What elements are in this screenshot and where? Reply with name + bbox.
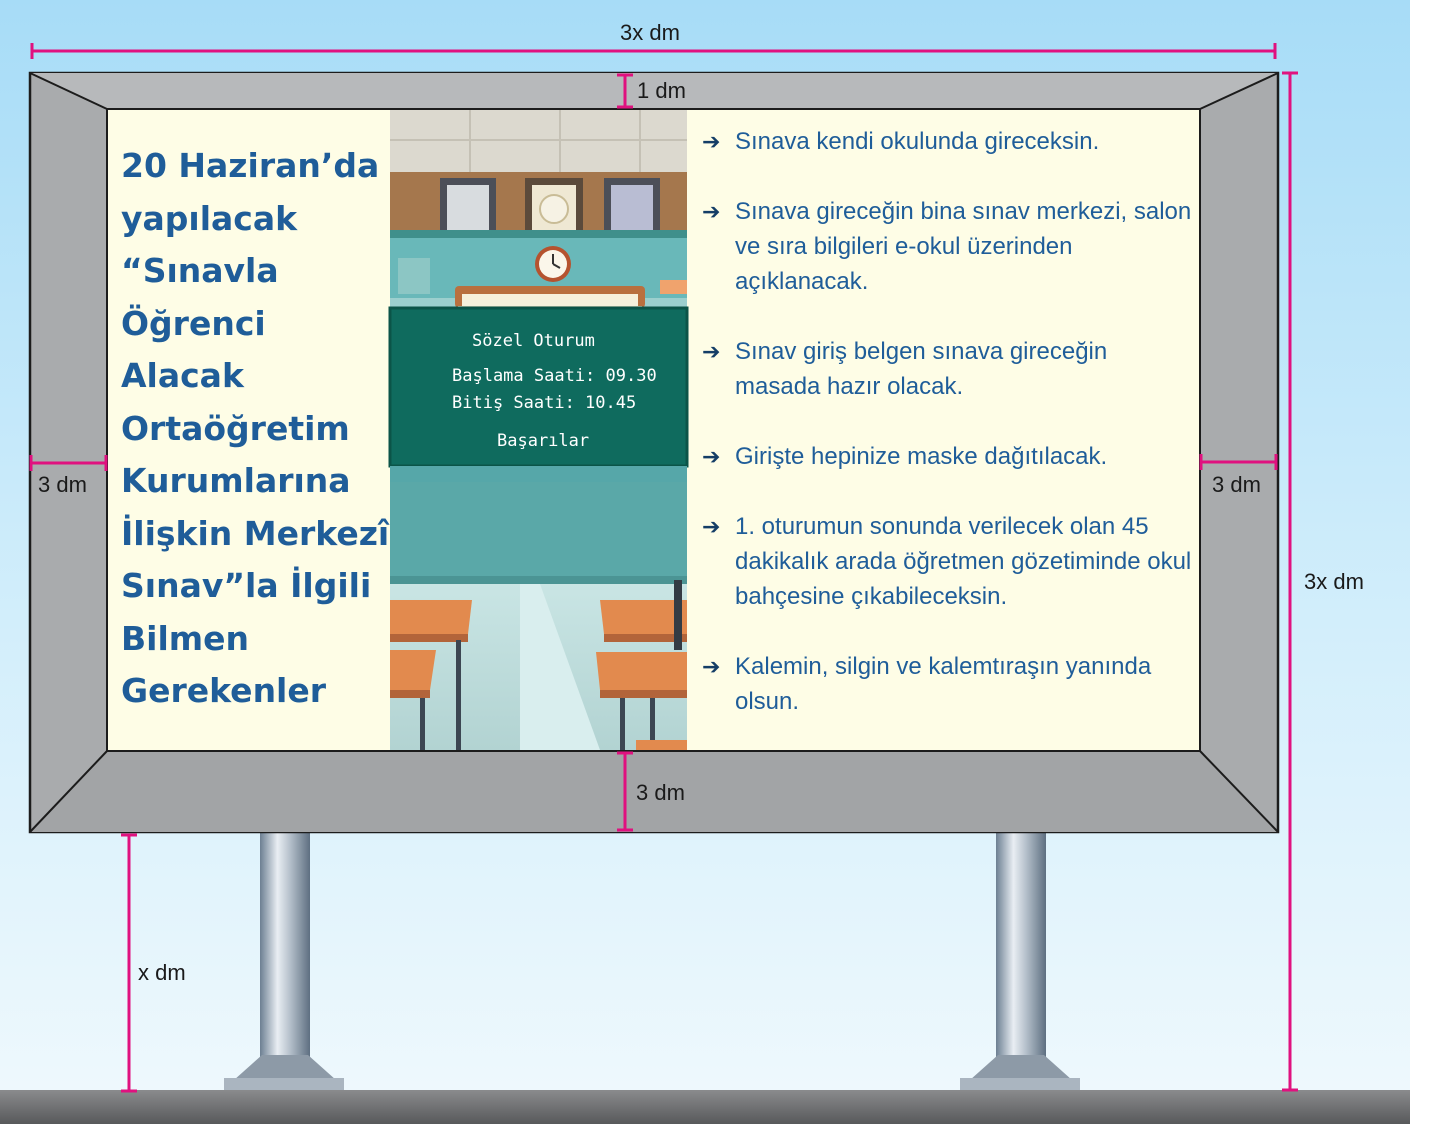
title-line: Alacak [121,356,244,395]
title-line: yapılacak [121,198,298,238]
chalkboard-end-time: Bitiş Saati: 10.45 [452,393,637,413]
dimension-label-top-border: 1 dm [637,78,686,103]
right-pole [960,833,1080,1090]
title-line: İlişkin Merkezî [121,513,390,553]
title-line: Gerekenler [121,671,327,710]
list-item: ➔ Sınav giriş belgen sınava gireceğin ma… [702,334,1192,404]
arrow-right-icon: ➔ [702,444,721,469]
arrow-right-icon: ➔ [702,339,721,364]
chalkboard-session: Sözel Oturum [472,331,595,351]
title-line: Kurumlarına [121,461,351,500]
arrow-right-icon: ➔ [702,654,721,679]
classroom-illustration [388,110,689,750]
list-item: ➔ Sınava gireceğin bina sınav merkezi, s… [702,194,1192,299]
title-line: “Sınavla [121,251,279,290]
arrow-right-icon: ➔ [702,199,721,224]
list-item-text: Girişte hepinize maske dağıtılacak. [735,443,1108,470]
list-item: ➔ 1. oturumun sonunda verilecek olan 45 … [702,509,1192,614]
left-pole [224,833,344,1090]
arrow-right-icon: ➔ [702,129,721,154]
list-item: ➔ Sınava kendi okulunda gireceksin. [702,124,1192,159]
dimension-lines [29,43,1298,1093]
list-item-text: Sınava kendi okulunda gireceksin. [735,128,1100,155]
title-line: Ortaöğretim [121,408,350,448]
chalkboard-start-time: Başlama Saati: 09.30 [452,366,657,386]
title-line: Bilmen [121,618,250,658]
arrow-right-icon: ➔ [702,514,721,539]
list-item: ➔ Girişte hepinize maske dağıtılacak. [702,439,1192,474]
list-item-text: Sınava gireceğin bina sınav merkezi, sal… [735,198,1192,295]
dimension-label-pole-height: x dm [138,960,186,985]
ground [0,1090,1410,1124]
list-item-text: Sınav giriş belgen sınava gireceğin masa… [735,338,1108,400]
chalkboard-good-luck: Başarılar [497,431,590,451]
dimension-label-left-border: 3 dm [38,472,87,497]
dimension-label-bottom-border: 3 dm [636,780,685,805]
billboard-title: 20 Haziran’da yapılacak “Sınavla Öğrenci… [121,140,390,718]
dimension-label-right-border: 3 dm [1212,472,1261,497]
title-line: Sınav”la İlgili [121,566,372,605]
list-item-text: 1. oturumun sonunda verilecek olan 45 da… [735,513,1192,610]
list-item: ➔ Kalemin, silgin ve kalemtıraşın yanınd… [702,649,1192,719]
dimension-label-total-height: 3x dm [1304,569,1364,594]
title-line: Öğrenci [121,303,266,343]
info-list: ➔ Sınava kendi okulunda gireceksin. ➔ Sı… [702,124,1192,750]
list-item-text: Kalemin, silgin ve kalemtıraşın yanında … [735,653,1152,715]
dimension-label-top-width: 3x dm [620,20,680,45]
title-line: 20 Haziran’da [121,146,380,185]
